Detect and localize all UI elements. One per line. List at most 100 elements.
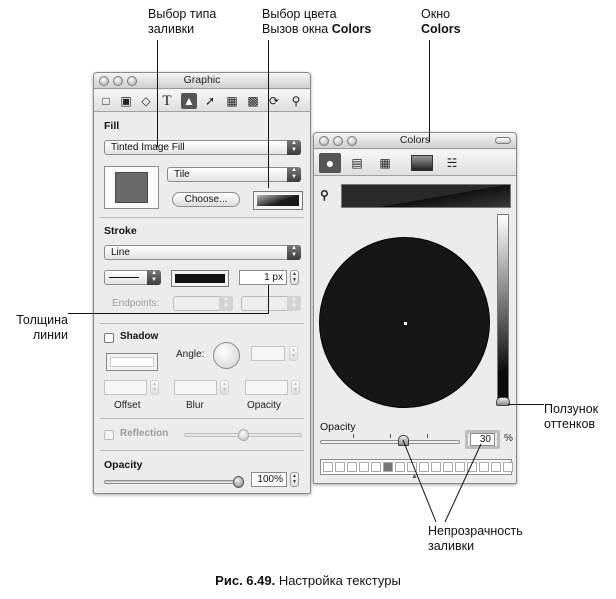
callout-fill-opacity: Непрозрачность заливки — [428, 524, 523, 553]
offset-stepper[interactable]: ▲▼ — [150, 380, 159, 395]
layout-icon[interactable]: ◇ — [141, 94, 151, 108]
opacity-slider-knob[interactable] — [233, 476, 244, 488]
color-sliders-icon[interactable]: ▤ — [351, 156, 363, 170]
connection-icon[interactable]: ➚ — [204, 94, 216, 108]
choose-button[interactable]: Choose... — [172, 192, 240, 207]
end-endpoint-popup[interactable]: ▲▼ — [241, 296, 301, 311]
colors-opacity-field[interactable]: 30 — [470, 433, 495, 446]
close-button[interactable] — [99, 76, 109, 86]
blur-field[interactable] — [174, 380, 217, 395]
fill-image-swatch — [115, 172, 148, 203]
angle-field[interactable] — [251, 346, 285, 361]
minimize-button[interactable] — [113, 76, 123, 86]
slider-tick — [390, 434, 391, 438]
fill-image-well[interactable] — [104, 166, 159, 209]
chart-icon[interactable]: ▩ — [247, 94, 259, 108]
opacity-stepper[interactable]: ▲▼ — [290, 472, 299, 487]
close-button[interactable] — [319, 136, 329, 146]
start-endpoint-popup[interactable]: ▲▼ — [173, 296, 233, 311]
offset-field[interactable] — [104, 380, 147, 395]
color-swatch-cell[interactable] — [359, 462, 369, 472]
callout-fill-type: Выбор типа заливки — [148, 7, 217, 36]
tile-popup[interactable]: Tile▲▼ — [167, 167, 301, 182]
reflection-slider-knob[interactable] — [238, 429, 249, 441]
endpoints-label: Endpoints: — [112, 298, 160, 309]
graphic-icon[interactable]: ▲ — [181, 93, 197, 109]
stroke-color-swatch — [175, 274, 225, 283]
text-icon[interactable]: T — [162, 93, 172, 109]
color-swatch-cell[interactable] — [395, 462, 405, 472]
offset-label: Offset — [114, 400, 141, 411]
colors-title: Colors — [399, 134, 431, 146]
stroke-color-well[interactable] — [171, 270, 229, 287]
image-palettes-icon[interactable] — [411, 155, 433, 171]
color-swatch-cell[interactable] — [491, 462, 501, 472]
zoom-button[interactable] — [127, 76, 137, 86]
color-swatch-cell[interactable] — [419, 462, 429, 472]
angle-label: Angle: — [176, 349, 205, 360]
shadow-opacity-stepper[interactable]: ▲▼ — [291, 380, 300, 395]
separator — [100, 217, 304, 218]
toolbar-toggle-button[interactable] — [495, 137, 511, 144]
slider-tick — [427, 434, 428, 438]
color-swatch-cell[interactable] — [383, 462, 393, 472]
stroke-width-stepper[interactable]: ▲▼ — [290, 270, 299, 285]
colors-opacity-label: Opacity — [320, 421, 356, 433]
zoom-button[interactable] — [347, 136, 357, 146]
canvas-icon[interactable]: ▣ — [120, 94, 132, 108]
color-swatch-cell[interactable] — [347, 462, 357, 472]
inspector-titlebar[interactable]: Graphic — [94, 73, 310, 89]
chevron-updown-icon: ▲▼ — [147, 270, 161, 285]
stroke-type-popup[interactable]: Line▲▼ — [104, 245, 301, 260]
leader-hue-slider — [508, 404, 544, 405]
color-swatch-cell[interactable] — [371, 462, 381, 472]
color-swatch-cell[interactable] — [323, 462, 333, 472]
line-style-popup[interactable]: ▲▼ — [104, 270, 161, 285]
blur-label: Blur — [186, 400, 204, 411]
table-icon[interactable]: ▦ — [226, 94, 238, 108]
leader-fill-type — [157, 40, 158, 147]
blur-stepper[interactable]: ▲▼ — [220, 380, 229, 395]
stroke-heading: Stroke — [104, 225, 137, 237]
opacity-heading: Opacity — [104, 459, 143, 471]
color-swatch-cell[interactable] — [431, 462, 441, 472]
colors-opacity-slider-track[interactable] — [320, 440, 460, 444]
inspector-toolbar: □ ▣ ◇ T ▲ ➚ ▦ ▩ ⟳ ⚲ — [94, 90, 310, 112]
color-swatch-cell[interactable] — [443, 462, 453, 472]
angle-stepper[interactable]: ▲▼ — [289, 346, 298, 361]
chevron-updown-icon: ▲▼ — [287, 245, 301, 260]
color-swatch-cell[interactable] — [503, 462, 513, 472]
angle-wheel[interactable] — [213, 342, 240, 369]
brightness-slider-knob[interactable] — [496, 397, 510, 406]
shadow-opacity-field[interactable] — [245, 380, 288, 395]
minimize-button[interactable] — [333, 136, 343, 146]
magnifier-icon[interactable]: ⚲ — [320, 188, 329, 202]
reflection-checkbox[interactable] — [104, 430, 114, 440]
chevron-updown-icon: ▲▼ — [287, 140, 301, 155]
shadow-checkbox[interactable] — [104, 333, 114, 343]
chevron-updown-icon: ▲▼ — [287, 296, 301, 311]
color-wheel[interactable] — [319, 237, 490, 408]
colors-opacity-field-frame: 30 — [465, 430, 500, 449]
color-swatch-cell[interactable] — [479, 462, 489, 472]
rotation-icon[interactable]: ⟳ — [268, 94, 280, 108]
current-color-swatch[interactable] — [341, 184, 511, 208]
reflection-label: Reflection — [120, 428, 169, 439]
crayons-icon[interactable]: ☵ — [446, 156, 458, 170]
stroke-width-field[interactable]: 1 px — [239, 270, 287, 285]
tray-handle-icon[interactable]: ▲ — [411, 473, 418, 480]
figure-caption: Рис. 6.49. Настройка текстуры — [215, 573, 401, 588]
shadow-color-well[interactable] — [106, 353, 158, 371]
color-swatch-cell[interactable] — [335, 462, 345, 472]
colors-titlebar[interactable]: Colors — [314, 133, 516, 149]
color-swatch-cell[interactable] — [455, 462, 465, 472]
fill-color-swatch — [257, 195, 299, 206]
document-icon[interactable]: □ — [102, 94, 110, 108]
fill-type-popup[interactable]: Tinted Image Fill▲▼ — [104, 140, 301, 155]
color-wheel-icon[interactable]: ● — [319, 153, 341, 173]
opacity-field[interactable]: 100% — [251, 472, 287, 487]
color-palettes-icon[interactable]: ▦ — [379, 156, 391, 170]
quicktime-icon[interactable]: ⚲ — [291, 94, 301, 108]
fill-color-well[interactable] — [253, 191, 303, 210]
